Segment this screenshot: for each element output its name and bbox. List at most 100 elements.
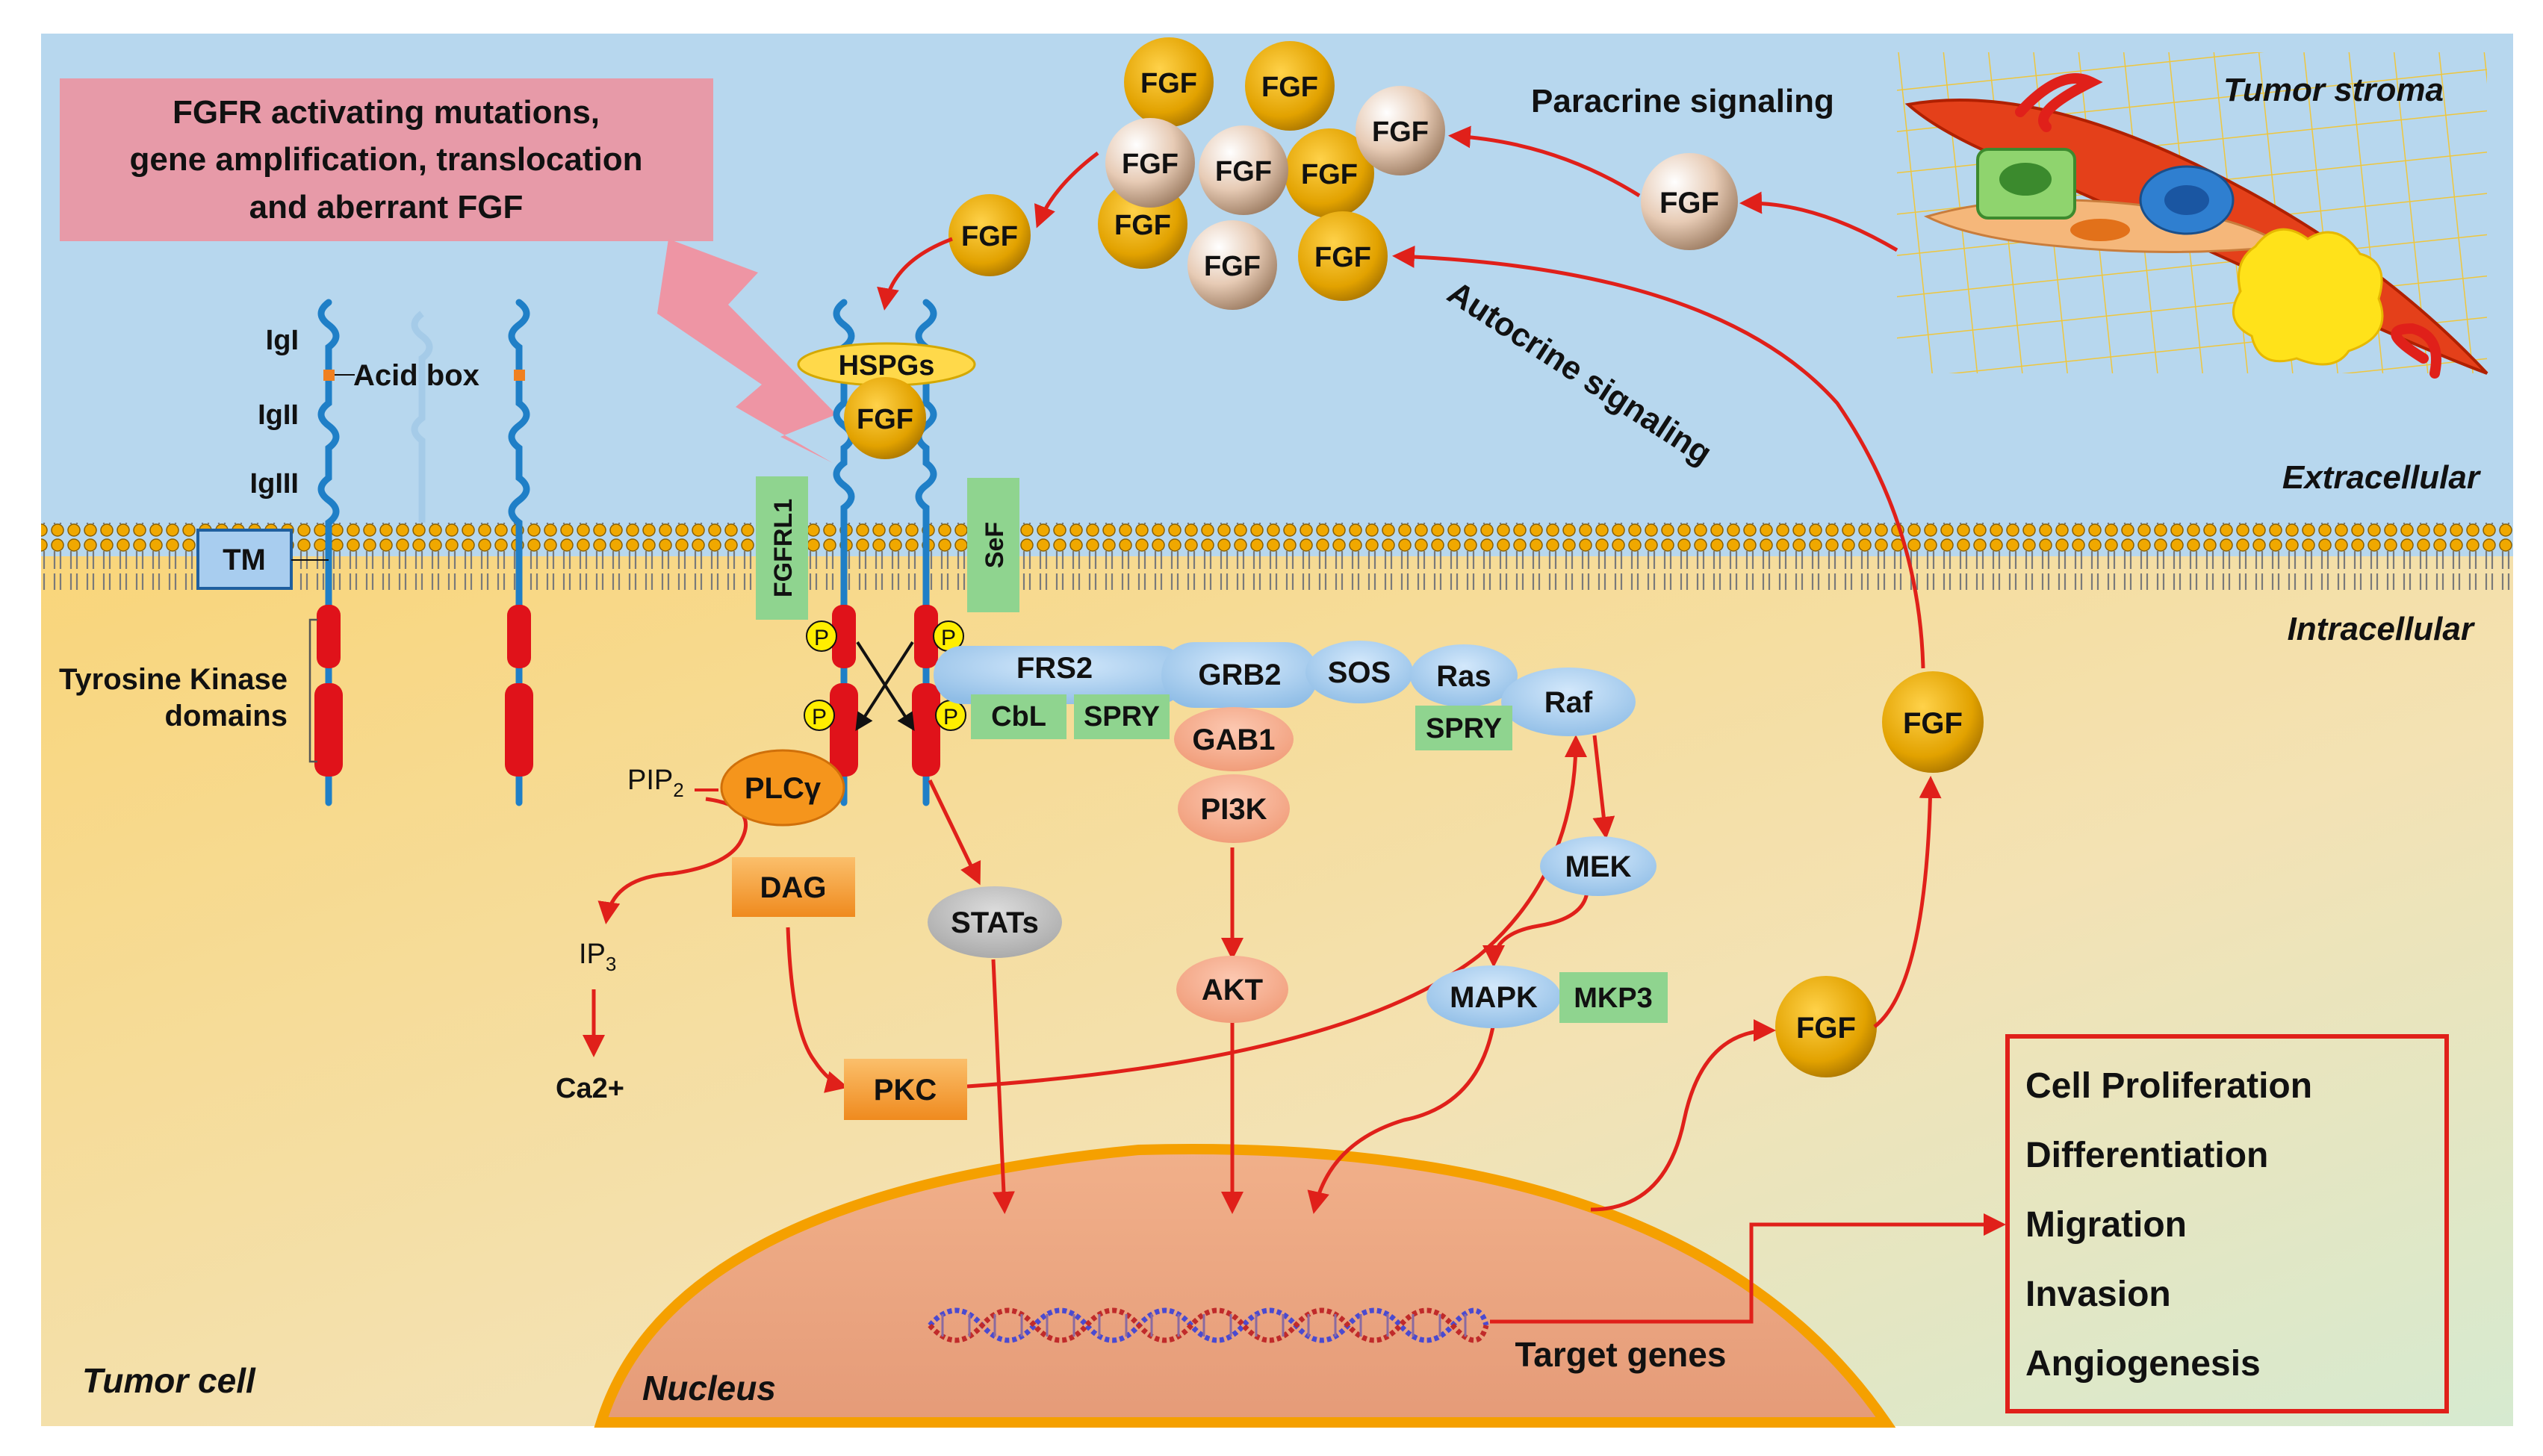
fgf-bound: [844, 377, 926, 459]
spry-label-2: SPRY: [1426, 713, 1502, 744]
stat-branch: STATs: [928, 886, 1062, 958]
igii-label: IgII: [258, 399, 299, 431]
cbl-node: [971, 694, 1066, 739]
cbl-label: CbL: [991, 701, 1046, 732]
tumor-stroma: [1897, 52, 2488, 379]
arrow-stats-to-nucleus: [991, 959, 1015, 1214]
mek-node: [1540, 836, 1656, 896]
ip3-text: IP: [579, 939, 606, 970]
arrow-stroma-to-paracrine-fgf: [1739, 191, 1898, 252]
pkc-label: PKC: [874, 1074, 937, 1107]
callout-line3: and aberrant FGF: [249, 189, 524, 225]
ip3-subscript: 3: [606, 953, 616, 975]
dimer-chain-right: [915, 299, 937, 806]
tk-bracket: [308, 618, 317, 763]
fgf-paracrine: [1641, 153, 1738, 250]
fgf-ligand-pale: [1105, 118, 1195, 208]
dimer-tk-2: [830, 683, 858, 777]
ras-node: [1410, 644, 1518, 707]
phospho-1: [806, 620, 837, 652]
fgf-ligand-label: FGF: [1301, 159, 1358, 190]
acid-box-marker: [323, 370, 335, 381]
fgf-cluster: FGF FGF FGF FGF FGF FGF FGF FGF FGF: [1098, 37, 1445, 310]
fgf-ligand-label: FGF: [1372, 116, 1429, 148]
fgf-free: [948, 194, 1031, 276]
dimer-chain-left: [833, 299, 855, 806]
tk-label-line2: domains: [165, 700, 288, 732]
outcome-item: Differentiation: [2025, 1136, 2268, 1175]
arrow-genes-to-outcomes: [1490, 1213, 2006, 1324]
callout-line2: gene amplification, translocation: [129, 141, 642, 178]
outcome-item: Cell Proliferation: [2025, 1066, 2312, 1106]
mkp3-label: MKP3: [1574, 983, 1653, 1014]
arrow-paracrine: [1448, 125, 1641, 198]
hspgs-label: HSPGs: [839, 350, 935, 382]
acid-box-label: Acid box: [353, 359, 479, 392]
arrow-mapk-to-nucleus: [1307, 1022, 1496, 1214]
tk-label-line1: Tyrosine Kinase: [59, 663, 288, 696]
pi3k-label: PI3K: [1201, 793, 1267, 826]
phospho-sites: P P P P: [804, 620, 966, 731]
raf-label: Raf: [1544, 686, 1593, 719]
dna-helix: [928, 1307, 1489, 1343]
sef-box: [967, 478, 1019, 612]
frs2-label: FRS2: [1016, 652, 1093, 685]
pathway-arrows: [583, 125, 2006, 1324]
blue-cell-nucleus: [2164, 185, 2209, 215]
mapk-node: [1426, 965, 1561, 1028]
fgf-ligand-pale: [1199, 125, 1288, 215]
frs2-complex: FRS2 GRB2 SOS Ras Raf CbL SPRY SPRY: [934, 641, 1636, 750]
outcome-item: Migration: [2025, 1205, 2187, 1245]
dna-rungs: [941, 1314, 1467, 1337]
tk-domain-3: [507, 605, 531, 668]
ip3-label: IP3: [579, 939, 616, 975]
acid-box-marker-2: [514, 370, 525, 381]
arrow-raf-to-mek: [1592, 735, 1615, 839]
fgf-ligand-label: FGF: [1114, 210, 1171, 241]
plc-branch: PLCγ PIP2 DAG IP3 Ca2+ PKC: [556, 749, 967, 1120]
phospho-2-label: P: [941, 626, 956, 650]
outcome-item: Invasion: [2025, 1275, 2171, 1314]
tm-label: TM: [223, 544, 266, 576]
dimer-tk-4: [912, 683, 940, 777]
arrow-autocrine: [1392, 245, 1925, 669]
igi-label: IgI: [266, 325, 299, 356]
fgf-autocrine-upper-label: FGF: [1903, 707, 1963, 740]
dimer-tk-3: [914, 605, 938, 668]
intracellular-label: Intracellular: [2288, 611, 2476, 647]
receptor-backbone-2: [508, 299, 530, 806]
arrow-nucleus-to-fgf: [1590, 1019, 1776, 1212]
fgfr-dimer: HSPGs FGF FGFRL1 SeF P P P P: [756, 299, 1019, 806]
fgf-ligand-label: FGF: [1314, 242, 1371, 273]
callout-line1: FGFR activating mutations,: [173, 94, 600, 131]
ca-label: Ca2+: [556, 1073, 624, 1104]
dag-node: [732, 857, 855, 917]
grb2-label: GRB2: [1198, 659, 1281, 691]
fibroblast-tip-top: [2015, 73, 2103, 132]
stromal-nucleus: [2070, 219, 2130, 241]
akt-label: AKT: [1202, 974, 1263, 1007]
fibroblast-tip-bottom: [2391, 323, 2441, 379]
outcomes-frame: [2005, 1034, 2449, 1413]
fgf-ligand: [1245, 41, 1335, 131]
pi3k-branch: GAB1 PI3K AKT: [1174, 707, 1294, 1023]
receptor-labels: IgI IgII IgIII Acid box TM Tyrosine Kina…: [59, 325, 479, 763]
igiii-label: IgIII: [250, 468, 299, 500]
fgfr-ghost: [411, 311, 433, 523]
green-cell-nucleus: [1999, 163, 2052, 196]
stromal-fat-cell: [2232, 228, 2384, 366]
arrow-fgf-to-receptor: [877, 237, 953, 311]
paracrine-label: Paracrine signaling: [1531, 83, 1834, 119]
fgfr-monomer-right: [505, 299, 533, 806]
fgf-ligand-label: FGF: [1261, 72, 1318, 103]
plcg-node: [720, 749, 845, 827]
akt-node: [1176, 956, 1288, 1023]
fgf-free-label: FGF: [961, 221, 1018, 252]
dna-strand-2: [928, 1307, 1489, 1343]
fgf-ligand-pale: [1356, 86, 1445, 175]
tk-domain-1: [317, 605, 341, 668]
fgf-autocrine-lower-label: FGF: [1796, 1012, 1856, 1045]
gab1-label: GAB1: [1192, 724, 1275, 756]
pkc-node: [844, 1059, 967, 1120]
